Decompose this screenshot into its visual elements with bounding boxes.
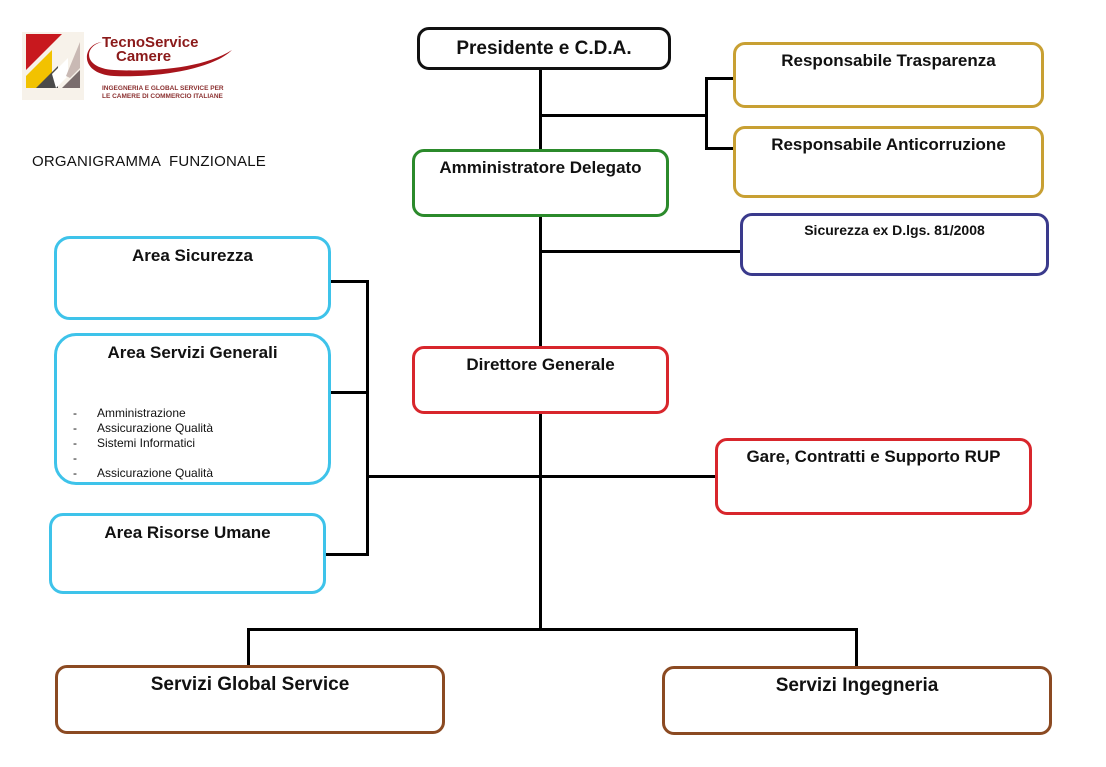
connector-area-risorse-umane — [324, 553, 369, 556]
page-title: ORGANIGRAMMA FUNZIONALE — [32, 153, 266, 170]
connector-direttore-trunk — [539, 412, 542, 630]
list-item: -Assicurazione Qualità — [73, 421, 214, 435]
node-presidente-label: Presidente e C.D.A. — [456, 38, 632, 59]
node-gare-contratti-label: Gare, Contratti e Supporto RUP — [746, 447, 1001, 466]
tecnoservice-logo-icon — [22, 32, 84, 100]
brand-tagline-line2: LE CAMERE DI COMMERCIO ITALIANE — [102, 93, 223, 100]
node-amministratore-delegato-label: Amministratore Delegato — [439, 158, 642, 177]
list-item: -Amministrazione — [73, 406, 186, 420]
connector-anticorruzione — [705, 147, 735, 150]
brand-name-line2: Camere — [116, 48, 172, 65]
node-direttore-generale-label: Direttore Generale — [466, 355, 615, 374]
node-area-sicurezza-label: Area Sicurezza — [132, 246, 253, 265]
logo-swoosh-icon — [86, 42, 232, 77]
connector-aree-vertical — [366, 280, 369, 556]
connector-presidente-trunk — [539, 69, 542, 151]
node-servizi-global-service-label: Servizi Global Service — [150, 674, 350, 695]
brand-name-line1: TecnoService — [102, 34, 199, 51]
connector-amministratore-trunk — [539, 215, 542, 348]
connector-responsabili-vertical — [705, 77, 708, 150]
connector-aree-horizontal — [366, 475, 718, 478]
node-presidente[interactable]: Presidente e C.D.A. — [417, 27, 671, 70]
node-servizi-ingegneria-label: Servizi Ingegneria — [775, 675, 939, 696]
node-direttore-generale[interactable]: Direttore Generale — [412, 346, 669, 414]
connector-responsabili-branch — [539, 114, 707, 117]
node-amministratore-delegato[interactable]: Amministratore Delegato — [412, 149, 669, 217]
node-area-servizi-generali-label: Area Servizi Generali — [107, 343, 278, 362]
connector-servizi-horizontal — [247, 628, 858, 631]
list-item: - — [73, 451, 77, 465]
node-servizi-ingegneria[interactable]: Servizi Ingegneria — [662, 666, 1052, 735]
node-area-servizi-generali[interactable]: Area Servizi Generali -Amministrazione -… — [54, 333, 331, 485]
connector-area-servizi-generali — [329, 391, 369, 394]
node-area-risorse-umane-label: Area Risorse Umane — [104, 523, 271, 542]
node-gare-contratti[interactable]: Gare, Contratti e Supporto RUP — [715, 438, 1032, 515]
connector-area-sicurezza — [329, 280, 369, 283]
node-sicurezza-dlgs-label: Sicurezza ex D.lgs. 81/2008 — [804, 222, 985, 238]
brand-tagline-line1: INGEGNERIA E GLOBAL SERVICE PER — [102, 85, 224, 92]
node-servizi-global-service[interactable]: Servizi Global Service — [55, 665, 445, 734]
node-responsabile-trasparenza[interactable]: Responsabile Trasparenza — [733, 42, 1044, 108]
list-item: -Sistemi Informatici — [73, 436, 196, 450]
area-servizi-generali-list: -Amministrazione -Assicurazione Qualità … — [73, 406, 213, 481]
connector-sicurezza-dlgs — [539, 250, 742, 253]
node-area-sicurezza[interactable]: Area Sicurezza — [54, 236, 331, 320]
node-responsabile-anticorruzione[interactable]: Responsabile Anticorruzione — [733, 126, 1044, 198]
node-sicurezza-dlgs[interactable]: Sicurezza ex D.lgs. 81/2008 — [740, 213, 1049, 276]
node-responsabile-anticorruzione-label: Responsabile Anticorruzione — [771, 135, 1006, 154]
connector-servizi-ingegneria — [855, 628, 858, 668]
node-area-risorse-umane[interactable]: Area Risorse Umane — [49, 513, 326, 594]
connector-trasparenza — [705, 77, 735, 80]
node-responsabile-trasparenza-label: Responsabile Trasparenza — [781, 51, 996, 70]
connector-servizi-global — [247, 628, 250, 668]
list-item: -Assicurazione Qualità — [73, 466, 214, 480]
company-logo: TecnoService Camere INGEGNERIA E GLOBAL … — [22, 32, 242, 104]
